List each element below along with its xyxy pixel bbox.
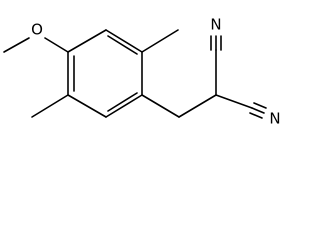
ring-to-ch2-bond bbox=[141, 94, 180, 118]
oxygen-atom-label: O bbox=[31, 21, 43, 39]
ring-bond-top-right bbox=[105, 29, 143, 53]
lower-nitrogen-atom-label: N bbox=[269, 110, 280, 128]
ring-double-bond-top-right bbox=[107, 35, 138, 55]
ring-to-oxygen-bond bbox=[44, 37, 69, 53]
top-methyl-bond bbox=[141, 29, 179, 53]
benzene-ring bbox=[67, 29, 143, 118]
dicyanoethyl-group: N N bbox=[141, 16, 281, 128]
lower-nitrile-triple-bond-a bbox=[251, 107, 265, 114]
ring-double-bond-bottom-right bbox=[107, 92, 138, 112]
chemical-structure-diagram: O N N bbox=[3, 16, 281, 128]
lower-nitrile-triple-bond-c bbox=[253, 102, 267, 109]
ch2-to-ch-bond bbox=[178, 94, 217, 118]
ch-to-lower-nitrile-bond bbox=[215, 94, 253, 109]
lower-nitrile-triple-bond-b bbox=[249, 112, 263, 119]
bottom-methyl-bond bbox=[31, 94, 69, 118]
oxygen-to-methyl-bond bbox=[3, 37, 30, 53]
ring-bond-top-left bbox=[67, 29, 107, 53]
upper-nitrogen-atom-label: N bbox=[210, 16, 221, 34]
ring-bond-bottom-left bbox=[67, 94, 107, 118]
methoxy-group: O bbox=[3, 21, 69, 53]
ring-bond-bottom-right bbox=[105, 94, 143, 118]
